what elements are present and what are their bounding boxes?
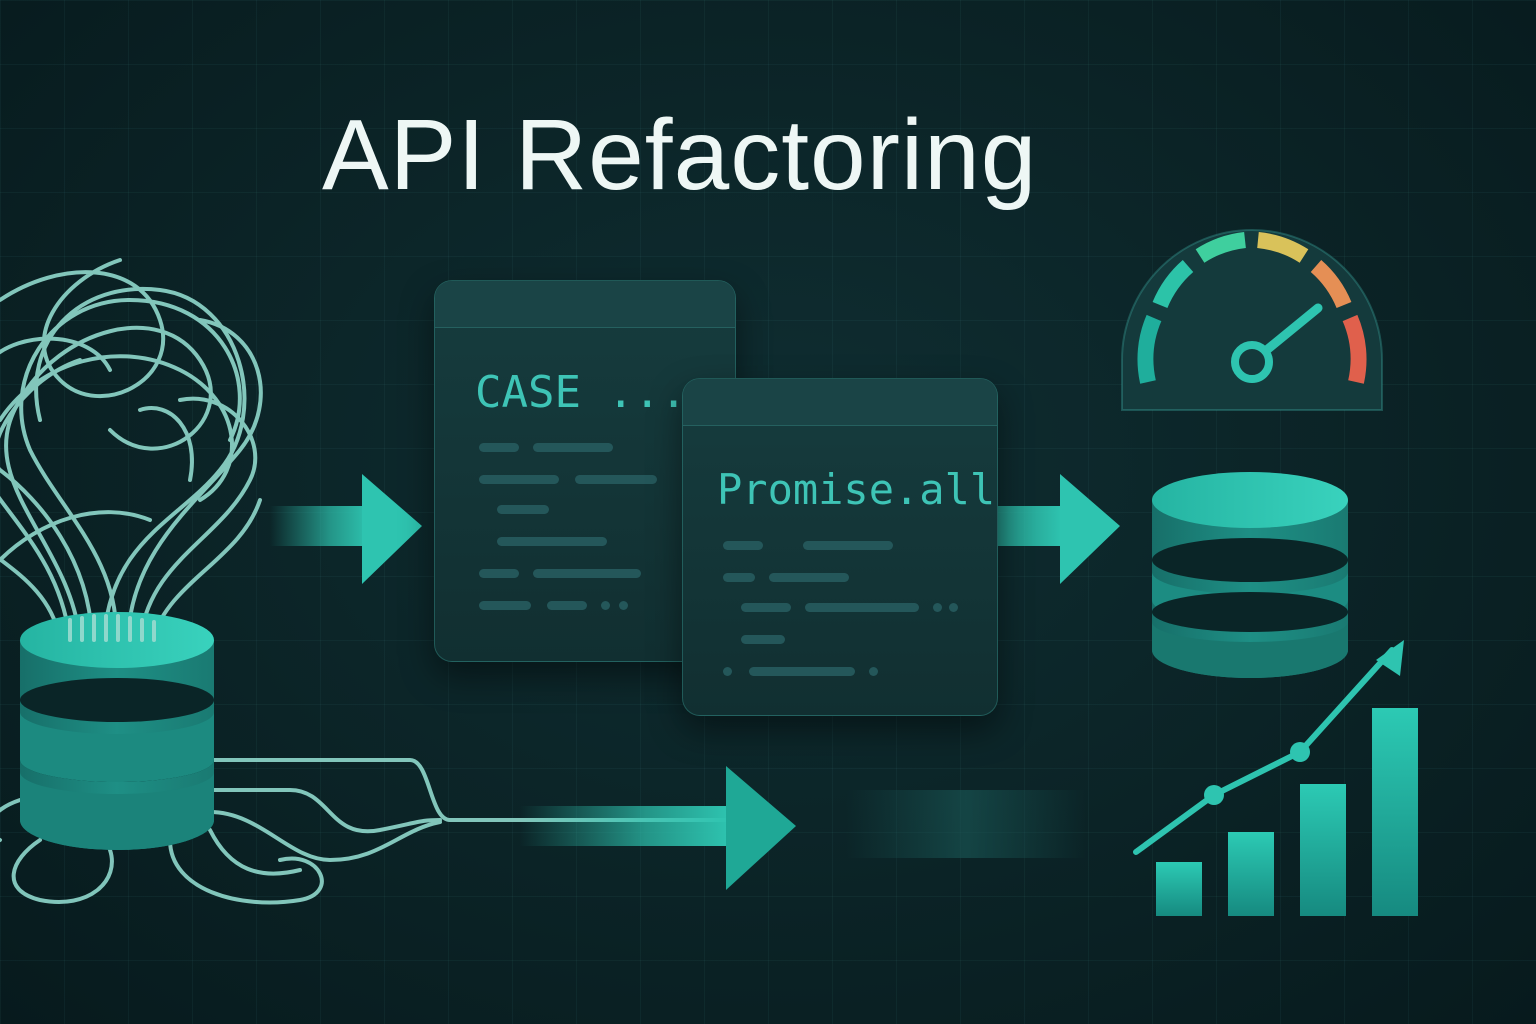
code-line	[533, 443, 613, 452]
code-line	[769, 573, 849, 582]
code-line	[723, 573, 755, 582]
database-icon	[20, 612, 214, 850]
tangled-lines-icon	[0, 258, 782, 905]
code-dot	[601, 601, 610, 610]
code-dot	[723, 667, 732, 676]
code-line	[547, 601, 587, 610]
code-line	[479, 443, 519, 452]
code-line	[479, 601, 531, 610]
code-line	[723, 541, 763, 550]
code-line	[497, 505, 549, 514]
arrow-right-icon	[520, 766, 1086, 890]
window-titlebar	[683, 379, 997, 426]
window-titlebar	[435, 281, 735, 328]
page-title: API Refactoring	[322, 99, 1038, 211]
database-icon	[1152, 472, 1348, 678]
code-snippet-after: Promise.all	[717, 465, 996, 514]
code-dot	[619, 601, 628, 610]
code-dot	[933, 603, 942, 612]
code-snippet-before: CASE ...	[475, 367, 687, 418]
code-window-icon: Promise.all	[682, 378, 998, 716]
code-line	[497, 537, 607, 546]
arrow-right-icon	[270, 474, 422, 584]
code-line	[803, 541, 893, 550]
code-line	[533, 569, 641, 578]
speedometer-icon	[1121, 229, 1383, 411]
growth-chart-icon	[1133, 640, 1418, 916]
code-line	[805, 603, 919, 612]
code-line	[749, 667, 855, 676]
code-line	[479, 569, 519, 578]
code-line	[575, 475, 657, 484]
code-line	[741, 635, 785, 644]
code-dot	[869, 667, 878, 676]
code-line	[479, 475, 559, 484]
code-dot	[949, 603, 958, 612]
code-line	[741, 603, 791, 612]
